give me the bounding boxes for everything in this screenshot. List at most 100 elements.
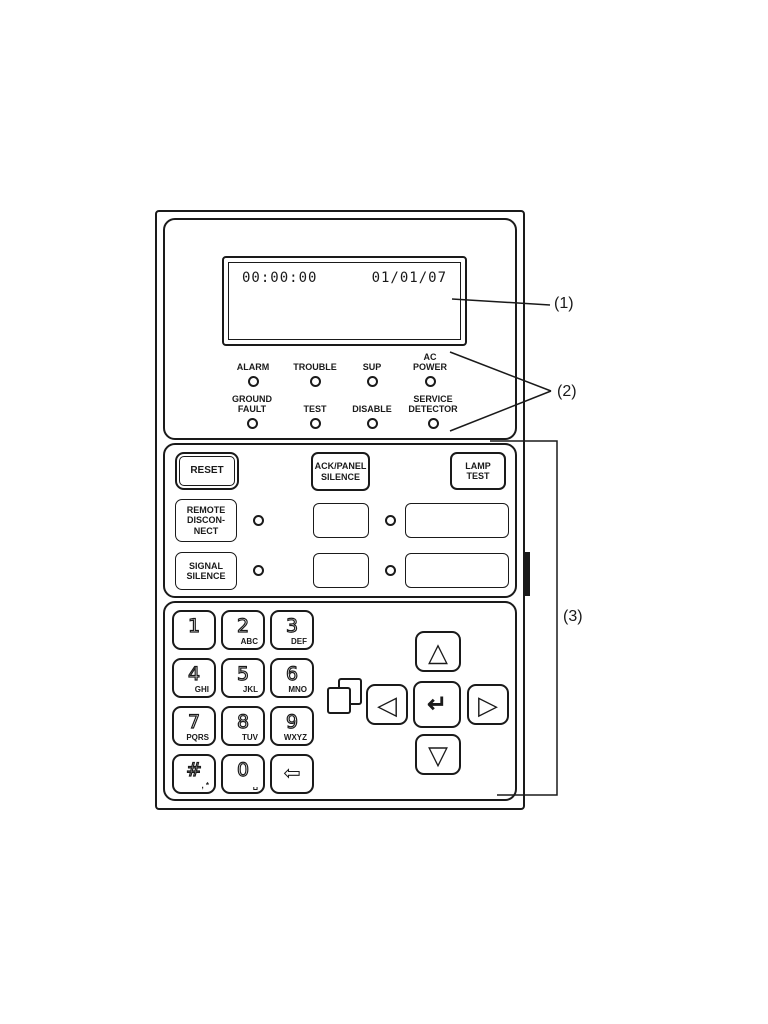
key-8-sublabel: TUV <box>242 733 258 742</box>
led-ground-fault: GROUND FAULT <box>220 394 284 429</box>
left-arrow-icon: ◁ <box>377 689 397 720</box>
key-5-sublabel: JKL <box>242 685 258 694</box>
blank-button-1-led-icon <box>385 515 396 526</box>
key-7-sublabel: PQRS <box>186 733 209 742</box>
lamp-test-button[interactable]: LAMP TEST <box>450 452 506 490</box>
right-arrow-button[interactable]: ▷ <box>467 684 509 725</box>
led-service-detector-label: SERVICE DETECTOR <box>408 394 458 415</box>
led-ground-fault-label: GROUND FAULT <box>232 394 272 415</box>
keypad-key-2[interactable]: 2 ABC <box>221 610 265 650</box>
key-2-label: 2 <box>236 615 250 637</box>
led-trouble: TROUBLE <box>283 352 347 387</box>
left-arrow-button[interactable]: ◁ <box>366 684 408 725</box>
backspace-icon: ⇦ <box>283 762 301 785</box>
key-8-label: 8 <box>236 711 250 733</box>
keypad-key-3[interactable]: 3 DEF <box>270 610 314 650</box>
key-4-sublabel: GHI <box>194 685 209 694</box>
remote-disconnect-button[interactable]: REMOTE DISCON- NECT <box>175 499 237 542</box>
key-5-label: 5 <box>236 663 250 685</box>
trouble-led-icon <box>309 376 321 387</box>
reset-button-label: RESET <box>190 465 224 477</box>
key-6-label: 6 <box>285 663 299 685</box>
down-arrow-icon: ▽ <box>428 739 448 770</box>
led-test-label: TEST <box>303 404 327 415</box>
key-9-label: 9 <box>285 711 299 733</box>
led-service-detector: SERVICE DETECTOR <box>401 394 465 429</box>
key-4-label: 4 <box>187 663 201 685</box>
lcd-date: 01/01/07 <box>371 270 447 286</box>
led-ac-power: AC POWER <box>398 352 462 387</box>
disable-led-icon <box>366 418 378 429</box>
key-3-label: 3 <box>285 615 299 637</box>
control-panel: 00:00:00 01/01/07 ALARM TROUBLE SUP AC P… <box>155 210 525 810</box>
keypad-section: 1 2 ABC 3 DEF 4 GHI 5 JKL <box>163 601 517 801</box>
key-0-sublabel: ␣ <box>252 781 258 790</box>
blank-button-2-led-icon <box>385 565 396 576</box>
down-arrow-button[interactable]: ▽ <box>415 734 461 775</box>
panel-edge-mark <box>525 552 530 596</box>
key-3-sublabel: DEF <box>291 637 307 646</box>
signal-silence-led-icon <box>253 565 264 576</box>
enter-button[interactable]: ↵ <box>413 681 461 728</box>
led-sup-label: SUP <box>362 362 382 373</box>
signal-silence-button[interactable]: SIGNAL SILENCE <box>175 552 237 590</box>
lcd-screen: 00:00:00 01/01/07 <box>228 262 461 340</box>
key-9-sublabel: WXYZ <box>283 733 307 742</box>
label-window-2 <box>405 553 509 588</box>
led-trouble-label: TROUBLE <box>293 362 337 373</box>
reset-button[interactable]: RESET <box>175 452 239 490</box>
key-0-label: 0 <box>236 759 250 781</box>
service-detector-led-icon <box>427 418 439 429</box>
signal-silence-label: SIGNAL SILENCE <box>186 560 226 581</box>
keypad-key-9[interactable]: 9 WXYZ <box>270 706 314 746</box>
label-window-1 <box>405 503 509 538</box>
led-disable-label: DISABLE <box>352 404 392 415</box>
keypad-key-hash[interactable]: # , * <box>172 754 216 794</box>
test-led-icon <box>309 418 321 429</box>
menu-pages-icon[interactable] <box>327 678 365 718</box>
keypad-key-0[interactable]: 0 ␣ <box>221 754 265 794</box>
callout-3-label: (3) <box>563 608 583 625</box>
display-section: 00:00:00 01/01/07 ALARM TROUBLE SUP AC P… <box>163 218 517 440</box>
led-test: TEST <box>283 394 347 429</box>
blank-button-1[interactable] <box>313 503 369 538</box>
numeric-keypad: 1 2 ABC 3 DEF 4 GHI 5 JKL <box>172 610 314 794</box>
key-hash-label: # <box>185 759 202 781</box>
lamp-test-label: LAMP TEST <box>465 460 491 481</box>
keypad-key-6[interactable]: 6 MNO <box>270 658 314 698</box>
lcd-time: 00:00:00 <box>242 270 318 286</box>
up-arrow-icon: △ <box>428 636 448 667</box>
keypad-key-1[interactable]: 1 <box>172 610 216 650</box>
led-disable: DISABLE <box>340 394 404 429</box>
led-sup: SUP <box>340 352 404 387</box>
keypad-key-4[interactable]: 4 GHI <box>172 658 216 698</box>
led-alarm: ALARM <box>221 352 285 387</box>
led-ac-power-label: AC POWER <box>412 352 447 373</box>
ground-fault-led-icon <box>246 418 258 429</box>
keypad-key-7[interactable]: 7 PQRS <box>172 706 216 746</box>
key-1-label: 1 <box>187 615 201 637</box>
right-arrow-icon: ▷ <box>478 689 498 720</box>
alarm-led-icon <box>247 376 259 387</box>
key-hash-sublabel: , * <box>201 781 209 790</box>
callout-1-label: (1) <box>554 295 574 312</box>
remote-disconnect-label: REMOTE DISCON- NECT <box>186 504 226 536</box>
remote-disconnect-led-icon <box>253 515 264 526</box>
key-6-sublabel: MNO <box>288 685 307 694</box>
ack-panel-silence-label: ACK/PANEL SILENCE <box>314 461 367 482</box>
ack-panel-silence-button[interactable]: ACK/PANEL SILENCE <box>311 452 370 491</box>
key-7-label: 7 <box>187 711 201 733</box>
blank-button-2[interactable] <box>313 553 369 588</box>
up-arrow-button[interactable]: △ <box>415 631 461 672</box>
keypad-key-5[interactable]: 5 JKL <box>221 658 265 698</box>
controls-section: RESET ACK/PANEL SILENCE LAMP TEST REMOTE… <box>163 443 517 598</box>
sup-led-icon <box>366 376 378 387</box>
led-alarm-label: ALARM <box>236 362 270 373</box>
key-2-sublabel: ABC <box>240 637 258 646</box>
callout-2-label: (2) <box>557 383 577 400</box>
keypad-key-backspace[interactable]: ⇦ <box>270 754 314 794</box>
keypad-key-8[interactable]: 8 TUV <box>221 706 265 746</box>
ac-power-led-icon <box>424 376 436 387</box>
lcd-display: 00:00:00 01/01/07 <box>222 256 467 346</box>
